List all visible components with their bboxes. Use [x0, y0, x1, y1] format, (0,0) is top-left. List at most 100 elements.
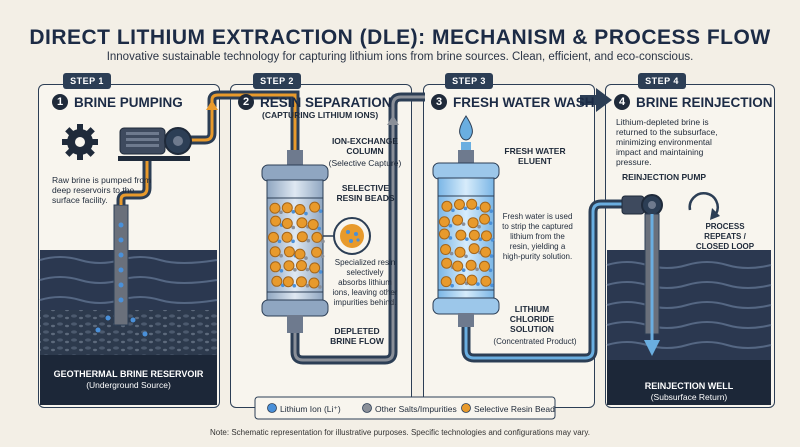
resin-bead: [308, 277, 320, 289]
pump-label: REINJECTION PUMP: [622, 172, 707, 182]
product-pipe: [461, 199, 625, 363]
ion-particle: [488, 221, 493, 225]
ion-particle: [448, 223, 453, 228]
ion-particle: [304, 211, 308, 216]
recycle-loop-icon: [688, 192, 720, 220]
reservoir-label: GEOTHERMAL BRINE RESERVOIR: [53, 369, 204, 379]
ion-particle: [461, 268, 466, 272]
resin-bead: [478, 260, 490, 272]
resin-bead: [466, 274, 478, 286]
page-title: DIRECT LITHIUM EXTRACTION (DLE): MECHANI…: [29, 26, 771, 49]
reinjection-reservoir: [606, 250, 772, 405]
ion-particle: [464, 254, 468, 259]
resin-bead: [294, 248, 306, 260]
ion-particle: [318, 270, 323, 274]
resin-bead: [455, 229, 467, 241]
footnote: Note: Schematic representation for illus…: [209, 428, 591, 437]
ion-particle: [450, 283, 454, 288]
eluent-label: FRESH WATER ELUENT: [504, 146, 566, 166]
resin-bead: [455, 273, 467, 285]
gear-icon: [62, 124, 98, 160]
depleted-brine-pipe: [290, 92, 425, 365]
ion-particle: [291, 225, 296, 230]
step4-desc: Lithium-depleted brine is returned to th…: [616, 117, 718, 167]
resin-bead: [282, 276, 294, 288]
step2-subtitle: (CAPTURING LITHIUM IONS): [262, 110, 379, 120]
ion-particle: [476, 282, 480, 286]
step1-number: 1: [52, 94, 68, 110]
ion-particle: [277, 239, 282, 244]
brine-pipeline: [116, 90, 260, 205]
ion-particle: [448, 236, 453, 240]
resin-bead: [269, 246, 281, 258]
well-sub: (Subsurface Return): [650, 392, 728, 402]
resin-bead: [311, 231, 323, 243]
ion-particle: [489, 254, 494, 258]
resin-bead: [270, 215, 282, 227]
resin-bead: [281, 231, 293, 243]
reinjection-pump-icon: [621, 194, 663, 216]
step3-number: 3: [431, 94, 447, 110]
water-drop-icon: [459, 115, 473, 150]
ion-particle: [291, 239, 295, 244]
resin-bead: [480, 246, 492, 258]
ion-particle: [489, 209, 494, 213]
ion-particle: [279, 210, 283, 215]
step2-title: RESIN SEPARATION: [260, 95, 392, 110]
column-sub: (Selective Capture): [328, 158, 402, 168]
ion-particle: [463, 206, 468, 211]
ion-particle: [465, 237, 469, 241]
resin-beads-step3: [438, 198, 495, 288]
ion-particle: [317, 226, 322, 231]
magnified-resin-bead: [323, 217, 371, 255]
resin-bead: [465, 259, 477, 271]
ion-particle: [318, 285, 322, 289]
resin-bead: [440, 244, 452, 256]
step2-tag: STEP 2: [253, 73, 301, 89]
resin-bead: [441, 257, 453, 269]
flow-arrow-icon: [580, 88, 612, 112]
ion-particle: [304, 256, 308, 260]
legend-resin-label: Selective Resin Bead: [474, 404, 555, 414]
resin-bead: [438, 216, 450, 228]
legend-lithium-label: Lithium Ion (Li⁺): [280, 404, 341, 414]
resin-bead: [309, 262, 321, 274]
resin-bead: [269, 261, 281, 273]
step1-title: BRINE PUMPING: [74, 95, 183, 110]
resin-bead: [479, 201, 491, 213]
resin-bead: [441, 200, 453, 212]
resin-bead: [295, 276, 307, 288]
resin-bead: [480, 275, 492, 287]
resin-bead: [454, 246, 466, 258]
ion-particle: [449, 251, 454, 256]
ion-particle: [306, 238, 311, 243]
resin-bead: [452, 260, 464, 272]
resin-bead: [307, 219, 319, 231]
step2-number: 2: [238, 94, 254, 110]
resin-bead: [269, 202, 281, 214]
ion-particle: [305, 267, 310, 272]
ion-particle: [490, 283, 494, 288]
reinjection-well: [644, 213, 660, 356]
loop-label: PROCESS REPEATS / CLOSED LOOP: [695, 222, 755, 251]
legend-resin-swatch: [461, 403, 471, 413]
ion-particle: [451, 208, 455, 213]
ion-particle: [318, 209, 323, 213]
resin-bead: [283, 246, 295, 258]
resin-bead: [296, 231, 308, 243]
outflow-label: DEPLETED BRINE FLOW: [330, 326, 384, 346]
brine-reservoir: [39, 250, 218, 405]
resin-bead: [295, 260, 307, 272]
well-label: REINJECTION WELL: [644, 381, 734, 391]
resin-bead: [467, 217, 479, 229]
ion-particle: [305, 283, 310, 288]
legend-impurities-label: Other Salts/Impurities: [375, 404, 457, 414]
ion-particle: [320, 254, 325, 259]
ion-particle: [488, 268, 493, 273]
ion-particle: [475, 206, 480, 211]
ion-particle: [291, 209, 296, 214]
resin-bead: [281, 202, 293, 214]
resin-bead: [271, 275, 283, 287]
